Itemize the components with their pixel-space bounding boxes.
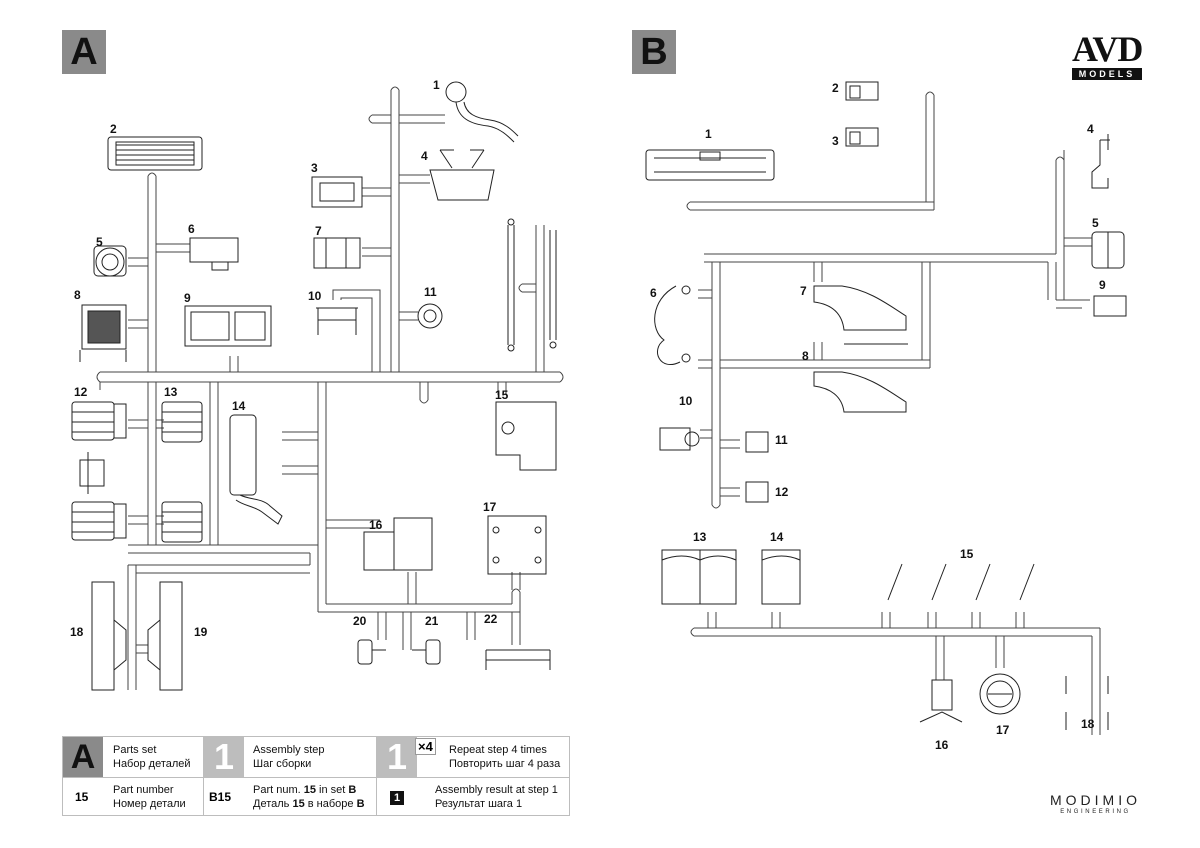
legend-step-digit: 1 (204, 737, 244, 777)
part-a15-number: 15 (495, 388, 509, 402)
legend-partnum-value: 15 (75, 790, 89, 804)
legend-set-letter: A (63, 737, 103, 777)
legend-repeat-ru: Повторить шаг 4 раза (449, 758, 561, 770)
part-a4-number: 4 (421, 149, 428, 163)
legend-repeat-en: Repeat step 4 times (449, 744, 547, 756)
part-a7-number: 7 (315, 224, 322, 238)
legend-partnum-ru: Номер детали (113, 798, 186, 810)
part-a16-number: 16 (369, 518, 383, 532)
part-b1-number: 1 (705, 127, 712, 141)
part-a22-number: 22 (484, 612, 498, 626)
part-a6-number: 6 (188, 222, 195, 236)
legend-result-digit: 1 (390, 791, 404, 805)
part-a10-number: 10 (308, 289, 322, 303)
part-b5-number: 5 (1092, 216, 1099, 230)
sprue-a-runners (96, 86, 564, 690)
legend-partnum-en: Part number (113, 784, 174, 796)
part-a19-number: 19 (194, 625, 208, 639)
legend-repeat-multiplier: ×4 (415, 738, 436, 755)
legend-result-ru: Результат шага 1 (435, 798, 523, 810)
part-a12-number: 12 (74, 385, 88, 399)
part-a14-number: 14 (232, 399, 246, 413)
part-b16-number: 16 (935, 738, 949, 752)
legend-result-label: Assembly result at step 1 Результат шага… (435, 783, 558, 811)
part-b8-number: 8 (802, 349, 809, 363)
avd-models-logo: AVD MODELS (1072, 29, 1143, 84)
part-b13-number: 13 (693, 530, 707, 544)
legend-set-en: Parts set (113, 744, 157, 756)
part-a2-number: 2 (110, 122, 117, 136)
brand-sub: MODELS (1072, 68, 1142, 80)
brand-name: AVD (1072, 29, 1143, 69)
legend-repeat-digit: 1 (377, 737, 417, 777)
part-b7-number: 7 (800, 284, 807, 298)
part-a17-number: 17 (483, 500, 497, 514)
legend-setpart-en: Part num. 15 in set B (253, 784, 357, 796)
part-a18-number: 18 (70, 625, 84, 639)
sprue-b-runners (686, 91, 1101, 735)
part-a3-number: 3 (311, 161, 318, 175)
part-b12-number: 12 (775, 485, 789, 499)
part-b6-number: 6 (650, 286, 657, 300)
part-b9-number: 9 (1099, 278, 1106, 292)
part-b11-number: 11 (775, 433, 788, 447)
legend-result-en: Assembly result at step 1 (435, 784, 558, 796)
part-a13-number: 13 (164, 385, 178, 399)
set-a-label: A (62, 30, 106, 74)
modimio-name: MODIMIO (1050, 792, 1141, 808)
modimio-sub: ENGINEERING (1060, 809, 1131, 815)
sprue-a-parts (71, 81, 557, 691)
part-a5-number: 5 (96, 235, 103, 249)
legend-partnum-label: Part number Номер детали (113, 783, 186, 811)
legend-divider (203, 737, 204, 815)
legend-step-en: Assembly step (253, 744, 325, 756)
part-a9-number: 9 (184, 291, 191, 305)
part-b18-number: 18 (1081, 717, 1095, 731)
part-a20-number: 20 (353, 614, 367, 628)
part-b3-number: 3 (832, 134, 839, 148)
legend-step-label: Assembly step Шаг сборки (253, 743, 325, 771)
set-b-label: B (632, 30, 676, 74)
part-b4-number: 4 (1087, 122, 1094, 136)
part-b15-number: 15 (960, 547, 974, 561)
legend-setpart-value: B15 (209, 790, 232, 804)
part-b14-number: 14 (770, 530, 784, 544)
sprue-b-parts (645, 81, 1127, 730)
part-a11-number: 11 (424, 285, 437, 299)
part-b2-number: 2 (832, 81, 839, 95)
legend-set-label: Parts set Набор деталей (113, 743, 191, 771)
legend-table: A Parts set Набор деталей 1 Assembly ste… (62, 736, 570, 816)
legend-row-divider (63, 777, 569, 778)
part-b10-number: 10 (679, 394, 693, 408)
part-a21-number: 21 (425, 614, 439, 628)
legend-set-ru: Набор деталей (113, 758, 191, 770)
part-b17-number: 17 (996, 723, 1010, 737)
legend-repeat-label: Repeat step 4 times Повторить шаг 4 раза (449, 743, 560, 771)
part-a8-number: 8 (74, 288, 81, 302)
legend-step-ru: Шаг сборки (253, 758, 312, 770)
legend-setpart-label: Part num. 15 in set B Деталь 15 в наборе… (253, 783, 365, 811)
part-a1-number: 1 (433, 78, 440, 92)
legend-setpart-ru: Деталь 15 в наборе B (253, 798, 365, 810)
legend-divider (376, 737, 377, 815)
modimio-logo: MODIMIO ENGINEERING (1048, 792, 1143, 815)
